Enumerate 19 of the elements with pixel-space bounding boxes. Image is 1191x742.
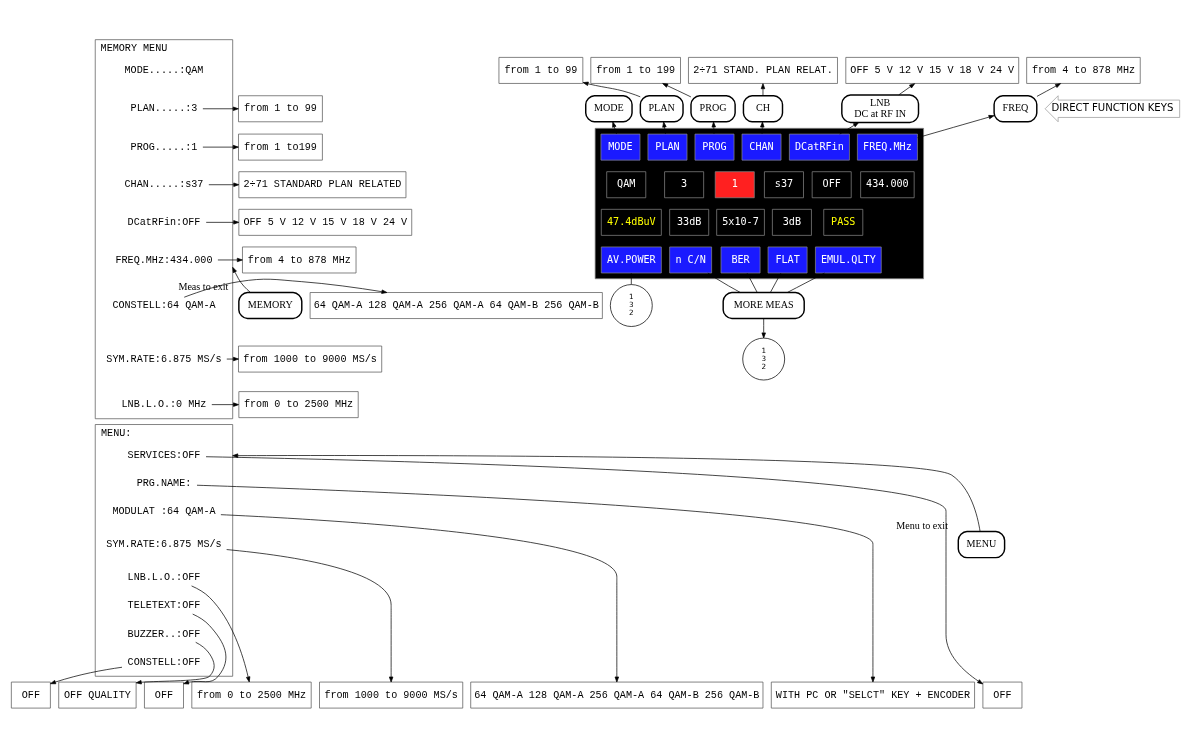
node-text: LNB.L.O.:0 MHz — [121, 399, 207, 411]
node-text: TELETEXT:OFF — [127, 600, 201, 612]
node-text: CONSTELL:OFF — [127, 656, 201, 668]
node-text: CONSTELL:64 QAM-A — [112, 300, 216, 312]
node-label: Meas to exit — [178, 280, 229, 292]
node-text: DCatRFin:OFF — [127, 217, 201, 229]
node-text: PRG.NAME: — [136, 478, 192, 490]
node-text: SERVICES:OFF — [127, 449, 201, 461]
node-text: FREQ.MHz:434.000 — [115, 254, 213, 266]
node-text: SYM.RATE:6.875 MS/s — [106, 539, 222, 551]
node-text: LNB.L.O.:OFF — [127, 572, 201, 584]
node-text: CHAN.....:s37 — [124, 179, 204, 191]
node-text: PROG.....:1 — [130, 141, 198, 153]
node-text: MODE.....:QAM — [124, 65, 204, 77]
node-text: MODULAT :64 QAM-A — [112, 506, 216, 518]
node-text: PLAN.....:3 — [130, 103, 198, 115]
node-text: BUZZER..:OFF — [127, 628, 201, 640]
node-label: Menu to exit — [896, 519, 948, 531]
node-text: SYM.RATE:6.875 MS/s — [106, 353, 222, 365]
